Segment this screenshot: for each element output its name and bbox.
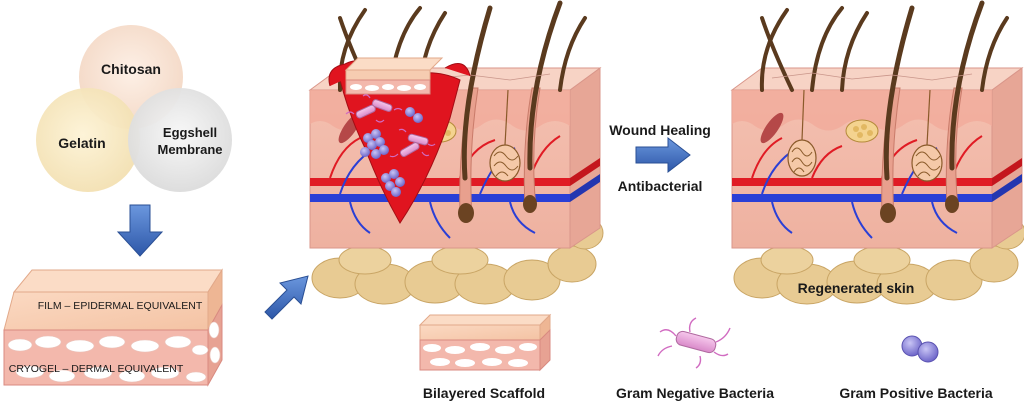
legend-scaffold-icon [418,313,552,372]
eggshell-label-line1: Eggshell [163,125,217,140]
cryogel-label: CRYOGEL – DERMAL EQUIVALENT [9,363,184,375]
eggshell-label-line2: Membrane [157,142,222,157]
legend-gram-negative-label: Gram Negative Bacteria [616,385,774,401]
sweat-gland-regenerated [787,89,817,177]
eggshell-circle [128,88,232,192]
down-arrow-icon [116,204,164,257]
chitosan-label: Chitosan [101,61,161,77]
scaffold-in-wound [344,57,444,95]
gelatin-circle [36,88,140,192]
bilayer-scaffold: FILM – EPIDERMAL EQUIVALENT CRYOGEL – DE… [3,268,223,387]
diagonal-arrow-icon [264,275,309,320]
legend-gram-positive-label: Gram Positive Bacteria [839,385,993,401]
antibacterial-label: Antibacterial [618,178,703,194]
film-top [12,269,223,293]
regenerated-skin [732,3,1024,304]
regenerated-skin-label: Regenerated skin [798,280,915,296]
legend: Bilayered Scaffold Gram Negative Bacteri… [418,313,993,401]
legend-gram-positive-icon [901,335,939,363]
gram-positive-cluster [360,107,423,197]
wound-healing-label: Wound Healing [609,122,711,138]
gelatin-label: Gelatin [58,135,105,151]
film-label: FILM – EPIDERMAL EQUIVALENT [38,300,203,312]
wounded-skin [310,3,603,304]
material-venn-diagram: Chitosan Gelatin Eggshell Membrane [36,25,232,192]
gram-negative-cluster [345,94,436,158]
right-arrow-icon [635,136,691,174]
legend-scaffold-label: Bilayered Scaffold [423,385,545,401]
legend-gram-negative-icon [657,317,731,369]
